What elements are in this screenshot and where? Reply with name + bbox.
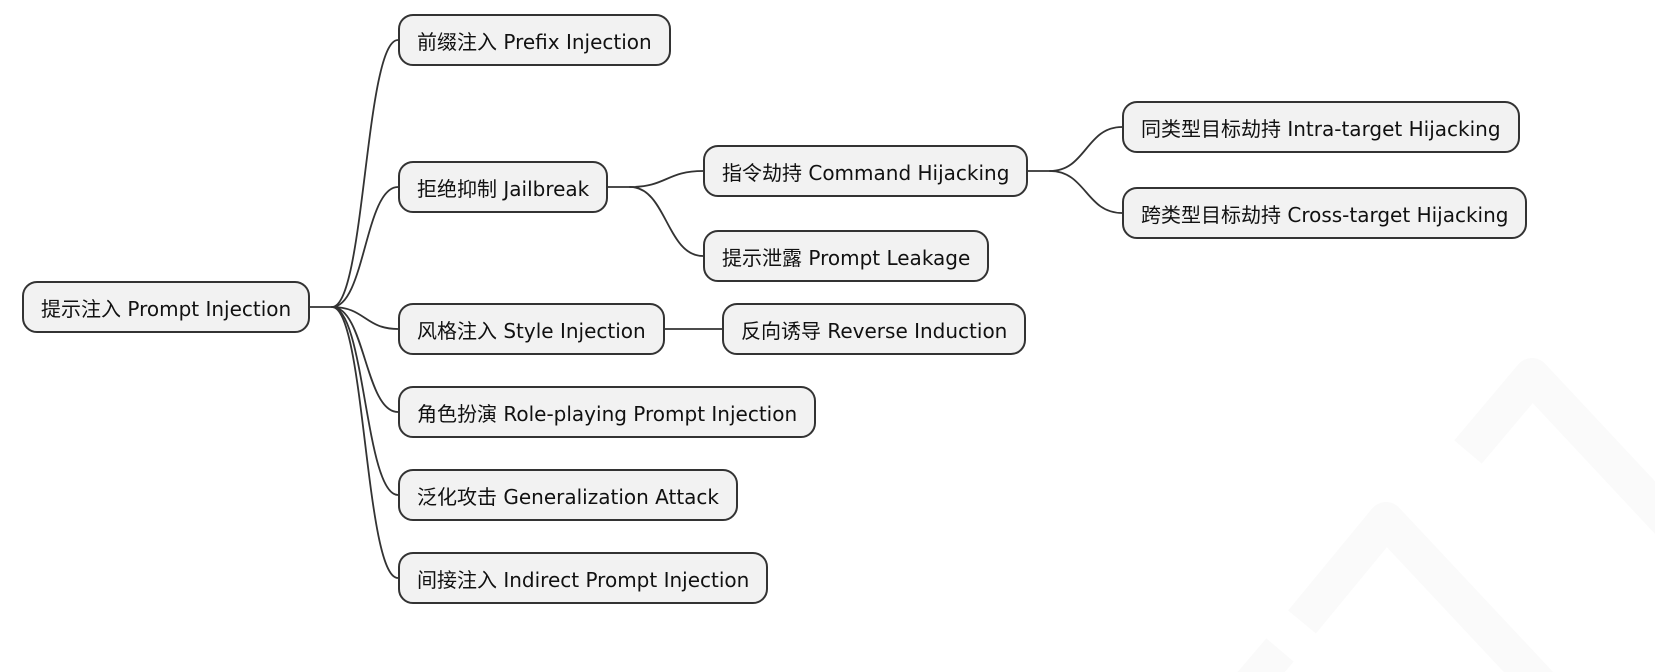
mindmap-node-reverse-induction[interactable]: 反向诱导 Reverse Induction bbox=[722, 303, 1027, 355]
edge-command-hijacking-cross-target-hijacking bbox=[1049, 170, 1123, 214]
watermark-stroke bbox=[1288, 502, 1554, 672]
node-label: 拒绝抑制 Jailbreak bbox=[417, 176, 590, 201]
watermark-stroke bbox=[1237, 638, 1294, 672]
node-label: 泛化攻击 Generalization Attack bbox=[417, 484, 720, 509]
edge-root-style-injection bbox=[331, 306, 399, 330]
mindmap-node-jailbreak[interactable]: 拒绝抑制 Jailbreak bbox=[398, 161, 609, 213]
edge-root-role-playing bbox=[331, 306, 399, 413]
node-label: 反向诱导 Reverse Induction bbox=[741, 318, 1008, 343]
mindmap-node-generalization-attack[interactable]: 泛化攻击 Generalization Attack bbox=[398, 469, 739, 521]
edge-command-hijacking-intra-target-hijacking bbox=[1049, 126, 1123, 172]
mindmap-node-style-injection[interactable]: 风格注入 Style Injection bbox=[398, 303, 665, 355]
mindmap-node-prefix-injection[interactable]: 前缀注入 Prefix Injection bbox=[398, 14, 671, 66]
mindmap-node-indirect-injection[interactable]: 间接注入 Indirect Prompt Injection bbox=[398, 552, 769, 604]
edge-root-jailbreak bbox=[331, 186, 399, 308]
node-label: 前缀注入 Prefix Injection bbox=[417, 29, 652, 54]
mindmap-node-intra-target-hijacking[interactable]: 同类型目标劫持 Intra-target Hijacking bbox=[1122, 101, 1520, 153]
node-label: 指令劫持 Command Hijacking bbox=[722, 160, 1010, 185]
watermark bbox=[1237, 358, 1655, 672]
edge-root-indirect-injection bbox=[331, 306, 399, 579]
node-label: 风格注入 Style Injection bbox=[417, 318, 646, 343]
node-label: 同类型目标劫持 Intra-target Hijacking bbox=[1141, 116, 1501, 141]
node-label: 提示泄露 Prompt Leakage bbox=[722, 245, 971, 270]
watermark-stroke bbox=[1454, 358, 1655, 534]
edge-jailbreak-prompt-leakage bbox=[629, 186, 704, 257]
node-label: 间接注入 Indirect Prompt Injection bbox=[417, 567, 750, 592]
edge-root-prefix-injection bbox=[331, 39, 399, 308]
edge-jailbreak-command-hijacking bbox=[629, 170, 704, 188]
node-label: 跨类型目标劫持 Cross-target Hijacking bbox=[1141, 202, 1509, 227]
mindmap-node-command-hijacking[interactable]: 指令劫持 Command Hijacking bbox=[703, 145, 1029, 197]
node-label: 提示注入 Prompt Injection bbox=[41, 296, 292, 321]
mindmap-node-role-playing[interactable]: 角色扮演 Role-playing Prompt Injection bbox=[398, 386, 817, 438]
mindmap-node-cross-target-hijacking[interactable]: 跨类型目标劫持 Cross-target Hijacking bbox=[1122, 187, 1528, 239]
node-label: 角色扮演 Role-playing Prompt Injection bbox=[417, 401, 798, 426]
mindmap-node-prompt-leakage[interactable]: 提示泄露 Prompt Leakage bbox=[703, 230, 990, 282]
mindmap-node-root[interactable]: 提示注入 Prompt Injection bbox=[22, 281, 311, 333]
edge-root-generalization-attack bbox=[331, 306, 399, 496]
